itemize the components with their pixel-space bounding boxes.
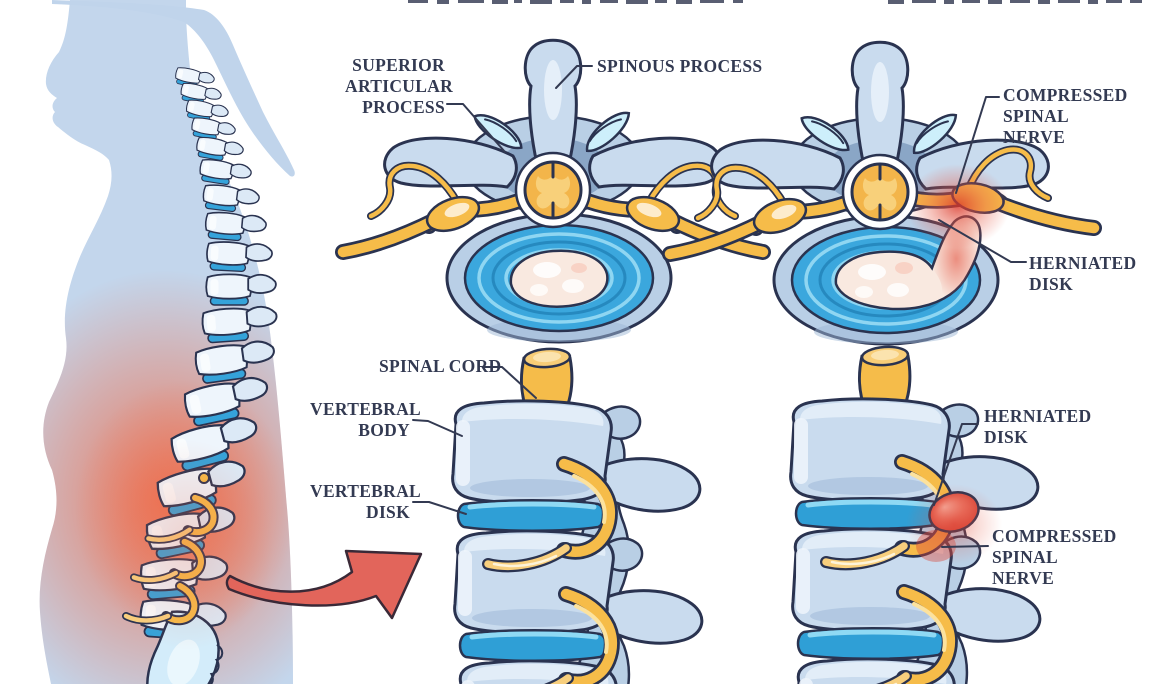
label-vertebral-body: VERTEBRAL BODY — [310, 399, 421, 440]
vertebral-body-shape — [789, 397, 951, 503]
vertebral-body-shape — [451, 399, 613, 505]
label-leader-lines — [412, 65, 1027, 548]
leader-superior-articular-process — [446, 103, 506, 153]
label-spinal-cord: SPINAL CORD — [379, 356, 502, 376]
herniation-glow — [906, 484, 1002, 564]
lumbar-glow-overlay — [103, 440, 273, 650]
leader-compressed-spinal-nerve-axial — [955, 96, 1000, 194]
label-compressed-spinal-nerve-axial: COMPRESSED SPINAL NERVE — [1003, 85, 1128, 147]
label-superior-articular-process: SUPERIOR ARTICULAR PROCESS — [345, 55, 454, 117]
spinal-cord-axial — [841, 153, 919, 231]
nerve-inflammation-glow — [906, 164, 1010, 248]
disk-nucleus — [509, 249, 609, 308]
label-vertebral-disk: VERTEBRAL DISK — [310, 481, 421, 522]
label-spinous-process: SPINOUS PROCESS — [597, 56, 763, 76]
spine-column — [103, 65, 279, 684]
lateral-spine-healthy — [451, 345, 704, 684]
leader-vertebral-disk — [412, 501, 467, 515]
cropped-title-remnant — [408, 0, 1142, 4]
hair-silhouette — [52, 0, 295, 177]
leader-herniated-disk-lateral — [933, 423, 979, 506]
leader-compressed-spinal-nerve-lateral — [941, 545, 989, 548]
lateral-spine-herniated — [789, 343, 1042, 684]
vertebral-disk-shape — [458, 500, 604, 531]
label-compressed-spinal-nerve-lateral: COMPRESSED SPINAL NERVE — [992, 526, 1117, 588]
zoom-arrow-icon — [225, 549, 423, 620]
vertebral-disk-shape — [798, 628, 944, 659]
label-herniated-disk-lateral: HERNIATED DISK — [984, 406, 1092, 447]
leader-spinal-cord — [483, 366, 537, 399]
spinal-cord-axial — [514, 151, 592, 229]
leader-herniated-disk-axial — [938, 219, 1027, 263]
vertebral-disk-shape — [460, 630, 606, 661]
axial-vertebra-herniated — [670, 42, 1102, 346]
leader-vertebral-body — [412, 419, 463, 437]
leader-spinous-process — [555, 65, 593, 89]
label-herniated-disk-axial: HERNIATED DISK — [1029, 253, 1137, 294]
